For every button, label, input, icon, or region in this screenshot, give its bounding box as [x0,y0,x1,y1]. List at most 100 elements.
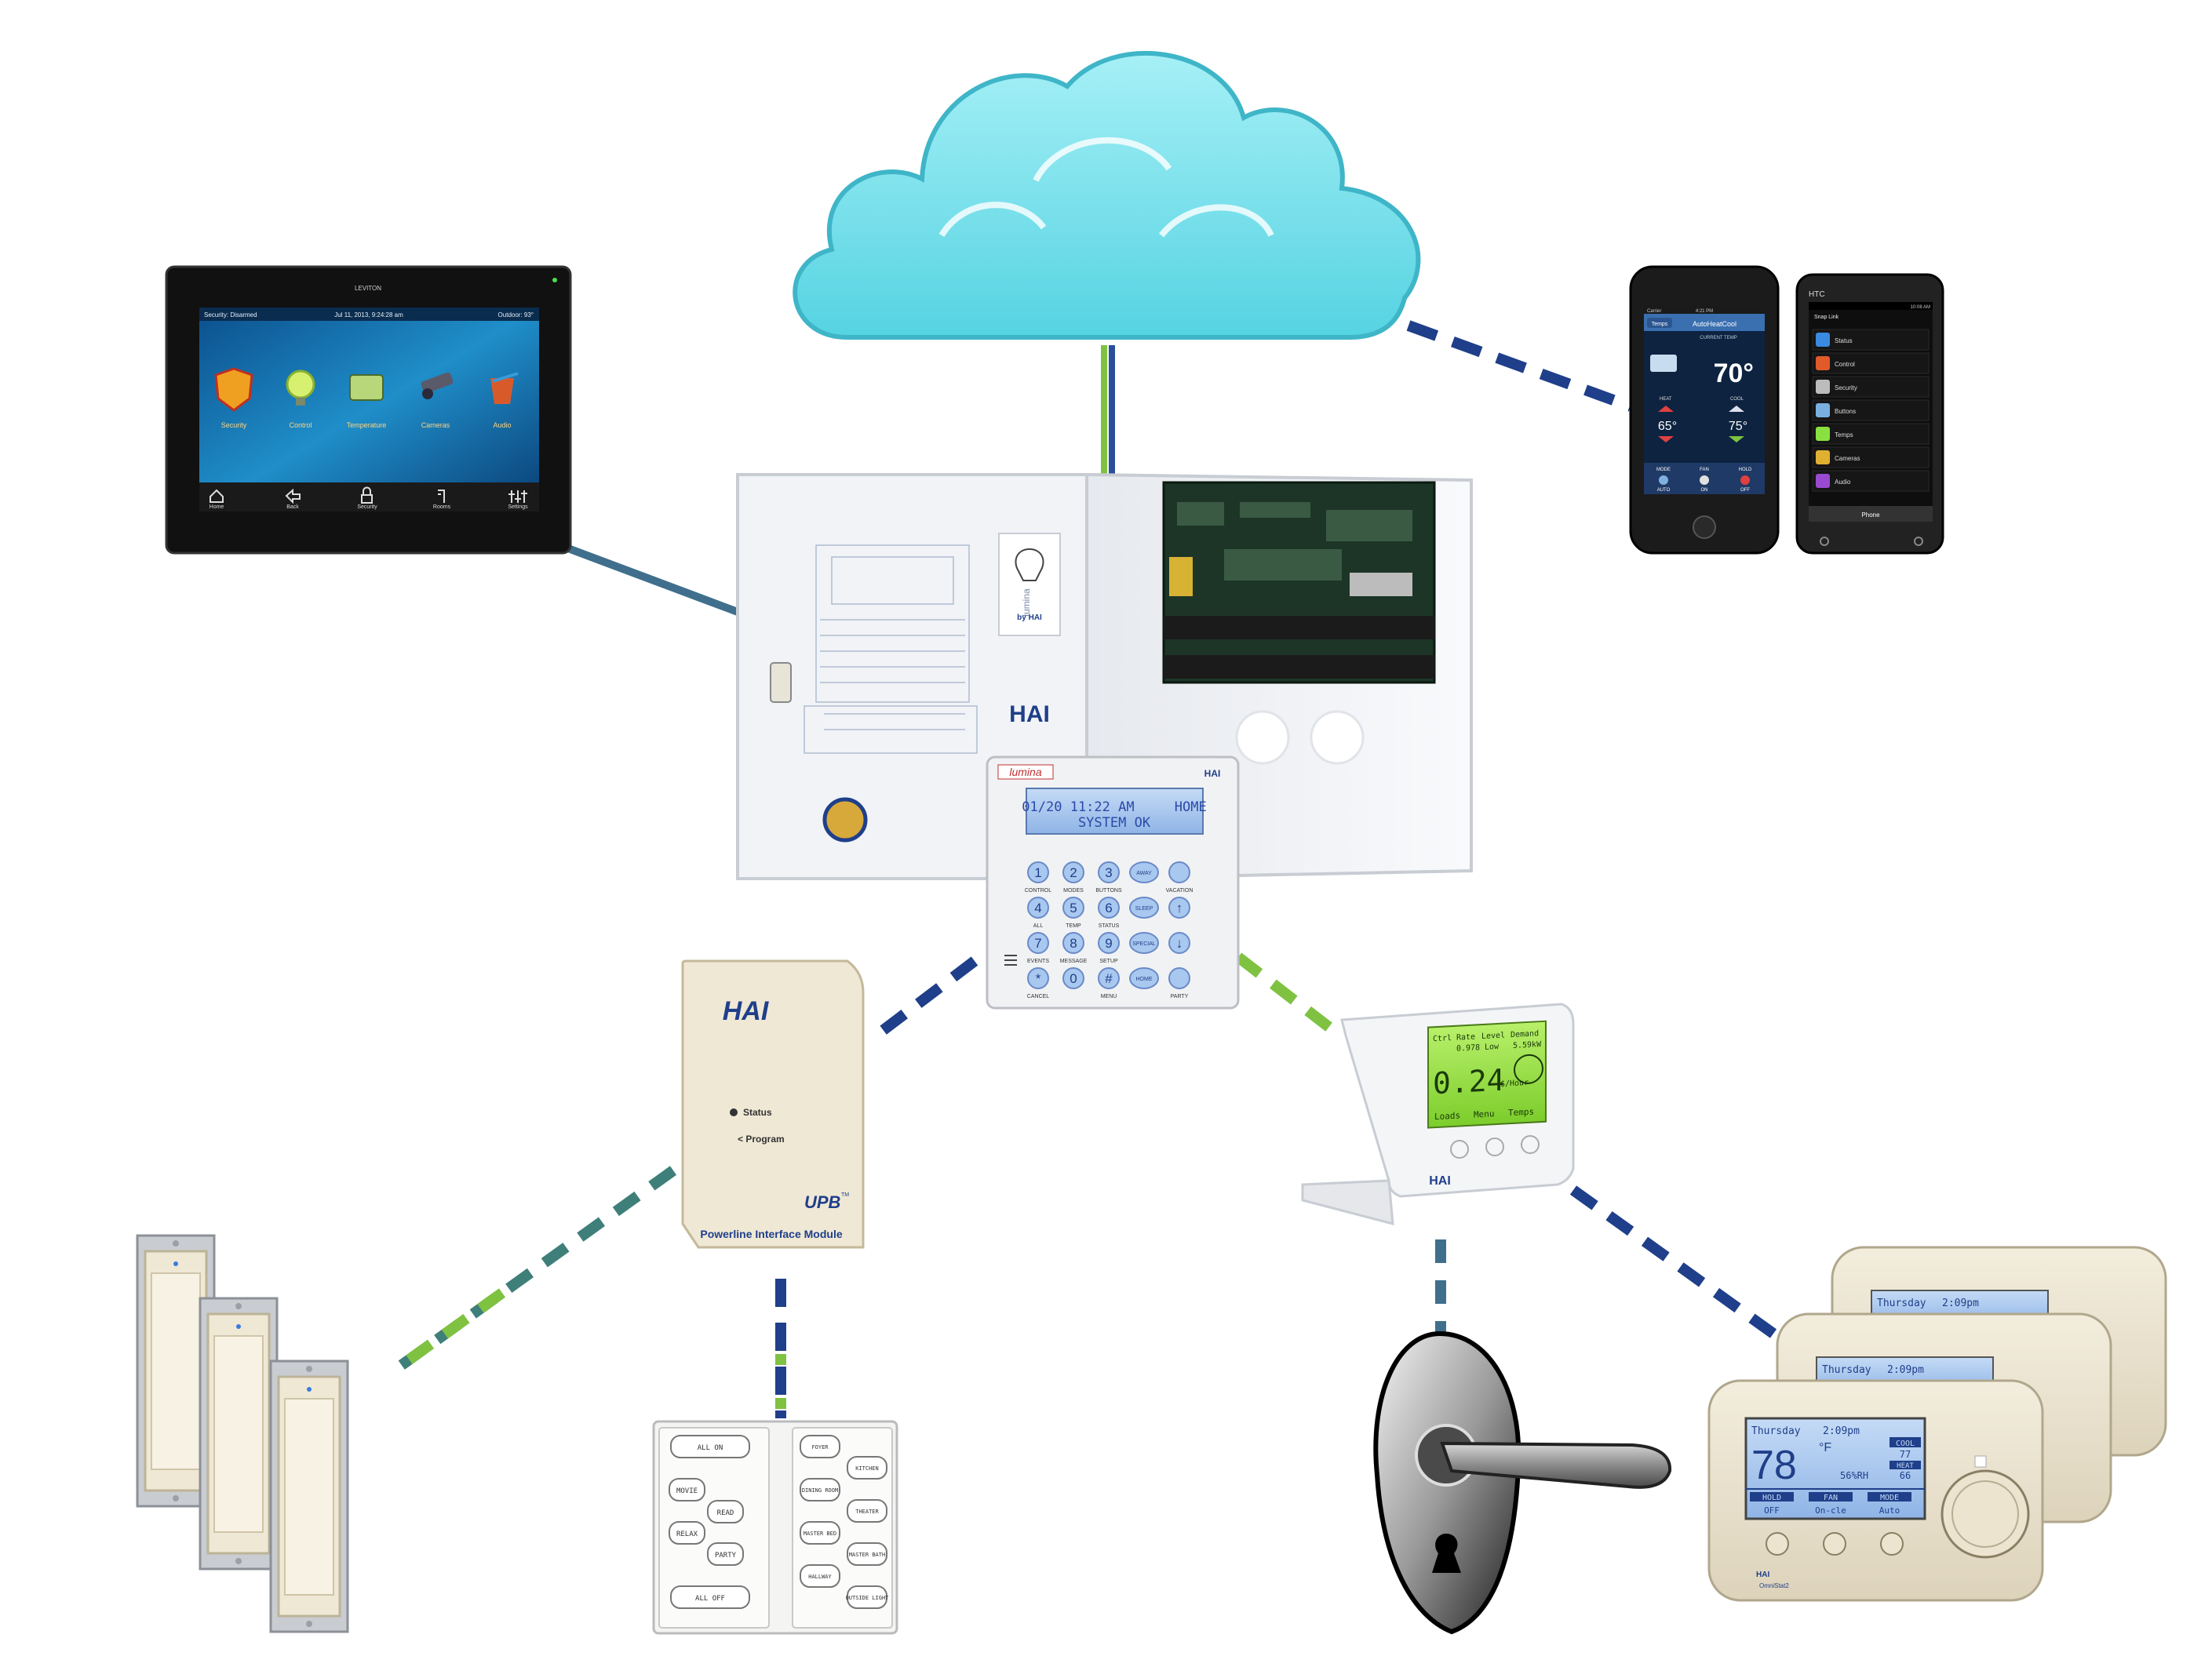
keypad-key[interactable]: PARTY [1168,967,1190,999]
security-app-icon[interactable]: Security [214,367,253,429]
pim-logo: HAI [723,996,770,1026]
scene-button[interactable]: PARTY [707,1542,744,1566]
back-nav-icon[interactable]: Back [285,488,301,510]
heat-down-icon[interactable] [1658,436,1674,442]
control-app-label: Control [289,421,312,429]
scene-button[interactable]: MASTER BED [800,1521,840,1545]
keypad-key[interactable]: *CANCEL [1027,967,1050,999]
energy-button-1[interactable] [1450,1140,1469,1159]
keypad-key[interactable]: VACATION [1166,861,1193,894]
iphone-home-button[interactable] [1693,515,1716,539]
rooms-nav-icon[interactable]: Rooms [433,490,451,510]
scene-button-label: ALL OFF [695,1595,725,1603]
settings-nav-icon[interactable]: Settings [508,490,528,510]
back-nav-label: Back [286,504,299,510]
scene-button[interactable]: OUTSIDE LIGHT [846,1585,890,1609]
thermostat-button-3[interactable] [1880,1532,1904,1556]
scene-button-label: ALL ON [698,1444,723,1452]
panel-lock[interactable] [770,662,792,703]
lock-lever[interactable] [1440,1441,1672,1489]
htc-menu-item[interactable]: Control [1812,352,1930,374]
wiring-diagram [804,544,978,754]
scene-button[interactable]: MASTER BATH [847,1542,887,1566]
keypad-key-symbol: HOME [1136,977,1153,982]
scene-button[interactable]: KITCHEN [847,1456,887,1480]
htc-menu-item[interactable]: Security [1812,376,1930,398]
scene-button[interactable]: MOVIE [669,1478,705,1501]
heat-up-icon[interactable] [1658,406,1674,412]
touchscreen-brand: LEVITON [355,285,381,292]
energy-tab-ctrl[interactable]: Ctrl [1433,1034,1452,1043]
scene-button[interactable]: ALL ON [670,1435,750,1458]
iphone-hold-button[interactable]: HOLD OFF [1739,468,1752,493]
scene-button[interactable]: FOYER [800,1435,840,1458]
keypad-key-label: EVENTS [1027,959,1049,964]
scene-button[interactable]: ALL OFF [670,1585,750,1609]
pim-program-label[interactable]: < Program [738,1134,785,1145]
iphone-fan-button[interactable]: FAN ON [1700,468,1709,493]
keypad-lcd [1026,788,1204,835]
keypad-key[interactable]: SLEEP [1129,897,1159,919]
wall-switch[interactable] [199,1297,279,1571]
cool-down-icon[interactable] [1729,436,1744,442]
cameras-app-icon[interactable]: Cameras [420,372,454,429]
pim-name: Powerline Interface Module [700,1228,842,1240]
thermostat-button-1[interactable] [1766,1532,1789,1556]
home-nav-icon[interactable]: Home [210,489,224,510]
middle-thermostat-time: 2:09pm [1887,1364,1924,1376]
htc-menu-item[interactable]: Audio [1812,470,1930,492]
scene-button[interactable]: READ [707,1500,744,1523]
htc-menu-item[interactable]: Temps [1812,423,1930,445]
scene-button-shape [800,1435,840,1458]
htc-menu-icon [1816,356,1830,370]
iphone-mode-button[interactable]: MODE AUTO [1656,468,1671,493]
energy-tab-rate[interactable]: Rate [1456,1032,1475,1042]
scene-button-label: READ [717,1509,734,1517]
temperature-app-icon[interactable]: Temperature [347,374,387,429]
keypad-key[interactable]: #MENU [1098,967,1120,999]
audio-app-icon[interactable]: Audio [490,372,519,429]
energy-footer-temps[interactable]: Temps [1508,1107,1534,1119]
scene-button[interactable]: RELAX [669,1521,705,1545]
energy-tab-level[interactable]: Level [1481,1031,1505,1041]
energy-button-2[interactable] [1485,1137,1504,1156]
scene-button[interactable]: THEATER [847,1499,887,1523]
wall-switch[interactable] [269,1360,349,1633]
thermostat-dial[interactable] [1941,1469,2030,1559]
keypad-key[interactable]: ↑ [1168,897,1190,919]
powerline-interface-module: HAI Status < Program UPB TM Powerline In… [681,959,865,1249]
htc-menu-item[interactable]: Cameras [1812,446,1930,468]
scene-button-label: OUTSIDE LIGHT [846,1595,890,1601]
temperature-app-label: Temperature [347,421,387,429]
keypad-key[interactable]: AWAY [1129,861,1159,883]
energy-footer-menu[interactable]: Menu [1474,1108,1494,1119]
thermostat-button-2[interactable] [1823,1532,1846,1556]
control-app-icon[interactable]: Control [286,369,315,429]
keypad-key[interactable]: 0 [1062,967,1084,989]
keypad-key[interactable]: SPECIAL [1129,932,1159,954]
keypad-key[interactable]: ↓ [1168,932,1190,954]
energy-button-3[interactable] [1521,1135,1540,1154]
security-nav-icon[interactable]: Security [357,486,377,511]
htc-menu-item[interactable]: Buttons [1812,399,1930,421]
scene-button[interactable]: HALLWAY [800,1564,840,1588]
htc-menu-item[interactable]: Status [1812,329,1930,351]
cool-up-icon[interactable] [1729,406,1744,412]
htc-bottom-label[interactable]: Phone [1861,511,1880,519]
keypad-key[interactable]: HOME [1129,967,1159,989]
scene-button-shape [670,1585,750,1609]
scene-button[interactable]: DINING ROOM [800,1478,840,1501]
energy-footer-loads[interactable]: Loads [1434,1110,1460,1122]
energy-tab-demand[interactable]: Demand [1511,1029,1539,1039]
iphone-back-button[interactable] [1647,318,1672,328]
